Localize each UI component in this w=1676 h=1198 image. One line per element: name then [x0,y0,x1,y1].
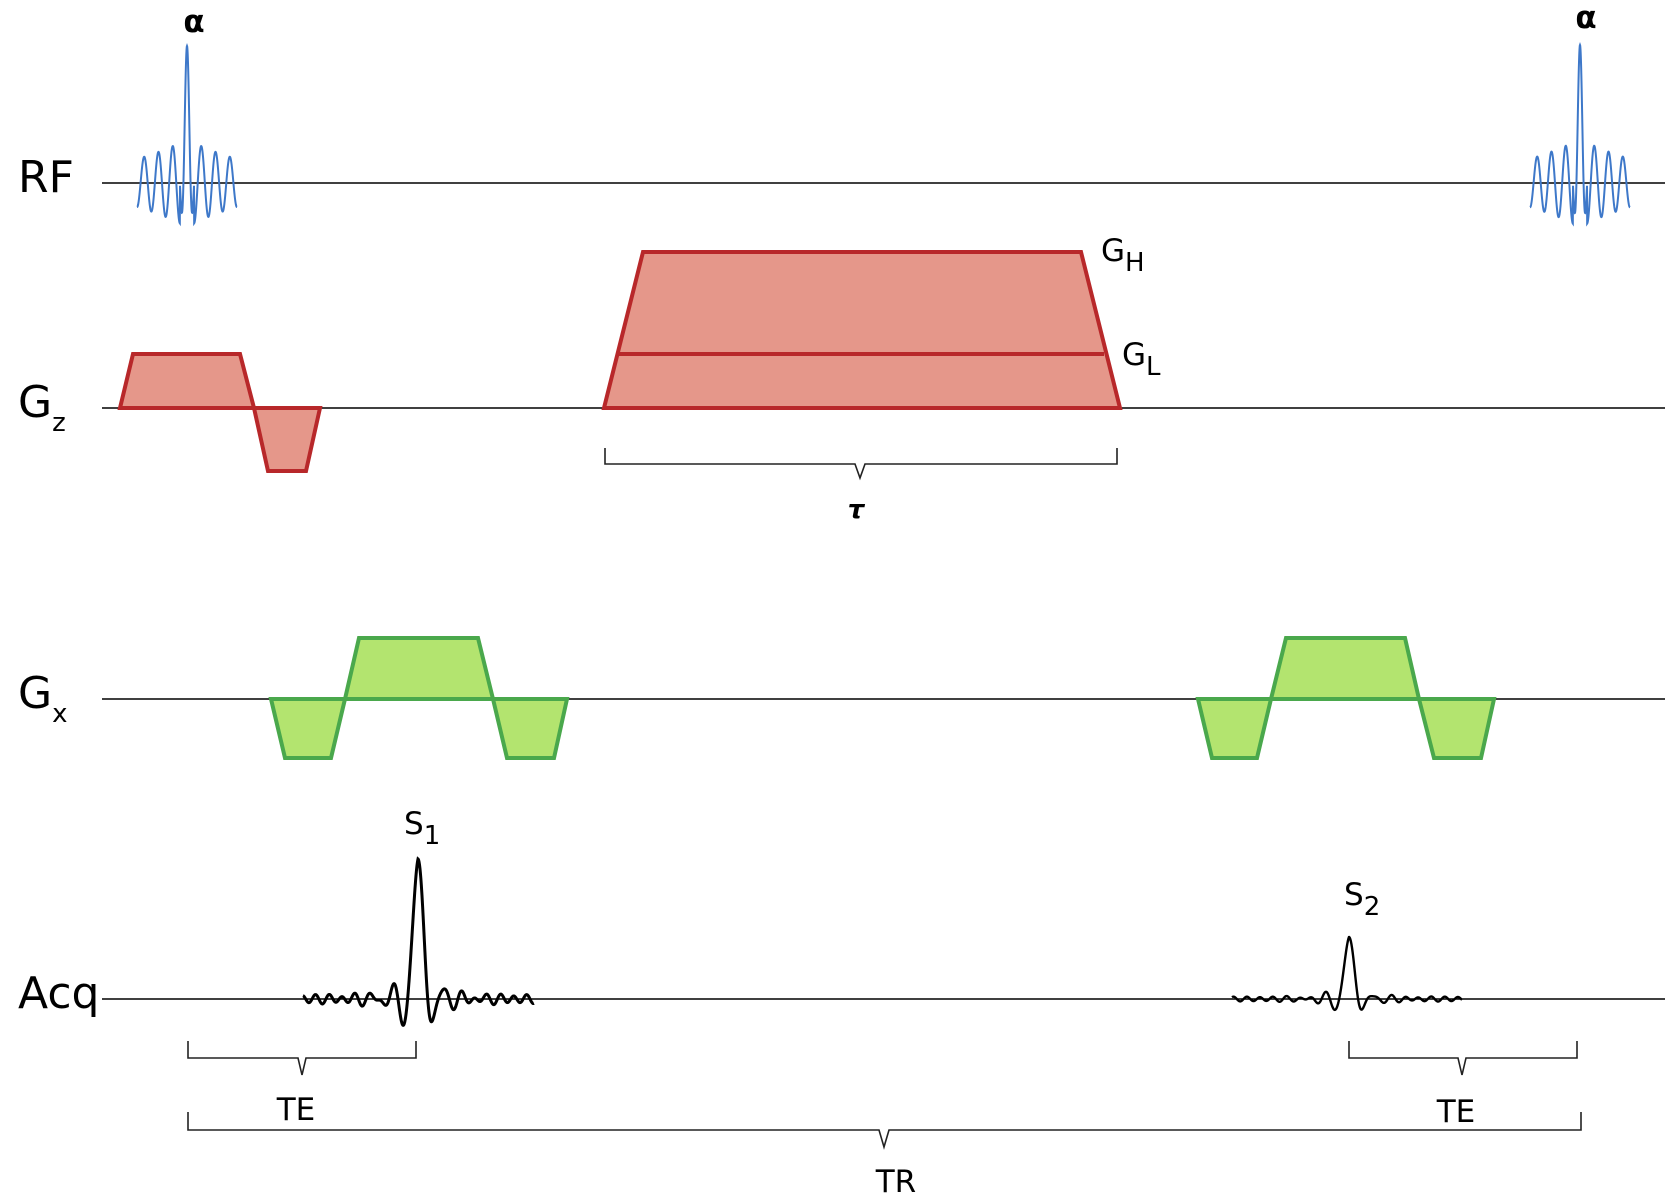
gx-prephase-lobe-second [1195,697,1274,760]
te-brace-first [187,1041,417,1076]
rf-row-label: RF [18,152,74,203]
gradient-low-label: GL [1122,337,1161,382]
tr-brace [187,1112,1582,1150]
gx-rewind-lobe-first [490,697,570,760]
tau-brace [604,448,1118,481]
gz-slice-select-lobe [117,352,257,410]
gradient-high-label: GH [1101,233,1145,278]
alpha-label-first: α [183,4,204,40]
gz-refocus-lobe [251,406,323,473]
gx-readout-lobe-first [342,636,496,701]
signal-s1-label: S1 [404,806,440,851]
gz-spoiler-high [601,250,1123,410]
echo-signal-s1 [302,856,535,1027]
te-label-second: TE [1436,1094,1476,1130]
tr-label: TR [875,1164,916,1198]
rf-pulse-first [136,42,238,227]
rf-pulse-second [1529,41,1631,227]
alpha-label-second: α [1575,0,1596,36]
te-brace-second [1348,1041,1578,1076]
tau-label: τ [848,495,866,525]
acq-row-label: Acq [18,968,99,1019]
echo-signal-s2 [1231,935,1463,1012]
gz-row-label: Gz [18,377,66,438]
gx-rewind-lobe-second [1416,697,1497,760]
te-label-first: TE [276,1092,316,1128]
gx-prephase-lobe-first [268,697,348,760]
gx-readout-lobe-second [1268,636,1422,701]
gx-row-label: Gx [18,668,68,729]
signal-s2-label: S2 [1344,877,1380,922]
